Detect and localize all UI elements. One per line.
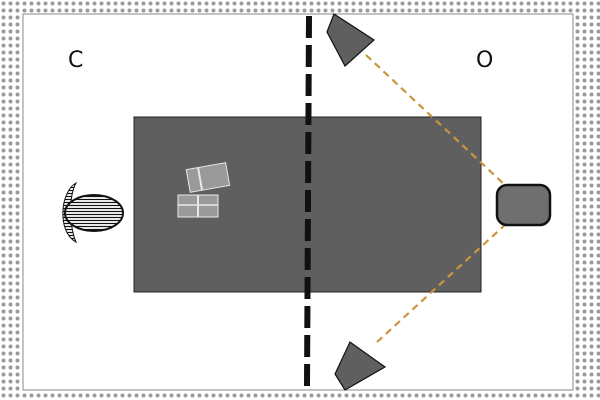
spotlight-icon [334, 341, 387, 391]
box-icon [177, 194, 219, 218]
box-icon [185, 162, 231, 193]
light-beam-bottom [376, 223, 507, 343]
spotlight-icon [326, 13, 375, 67]
label-right: O [476, 48, 493, 73]
divider-line [304, 15, 312, 387]
camera-icon [495, 183, 552, 227]
label-left: C [68, 48, 83, 73]
person-head-icon [62, 181, 124, 244]
light-beam-top [365, 54, 507, 187]
